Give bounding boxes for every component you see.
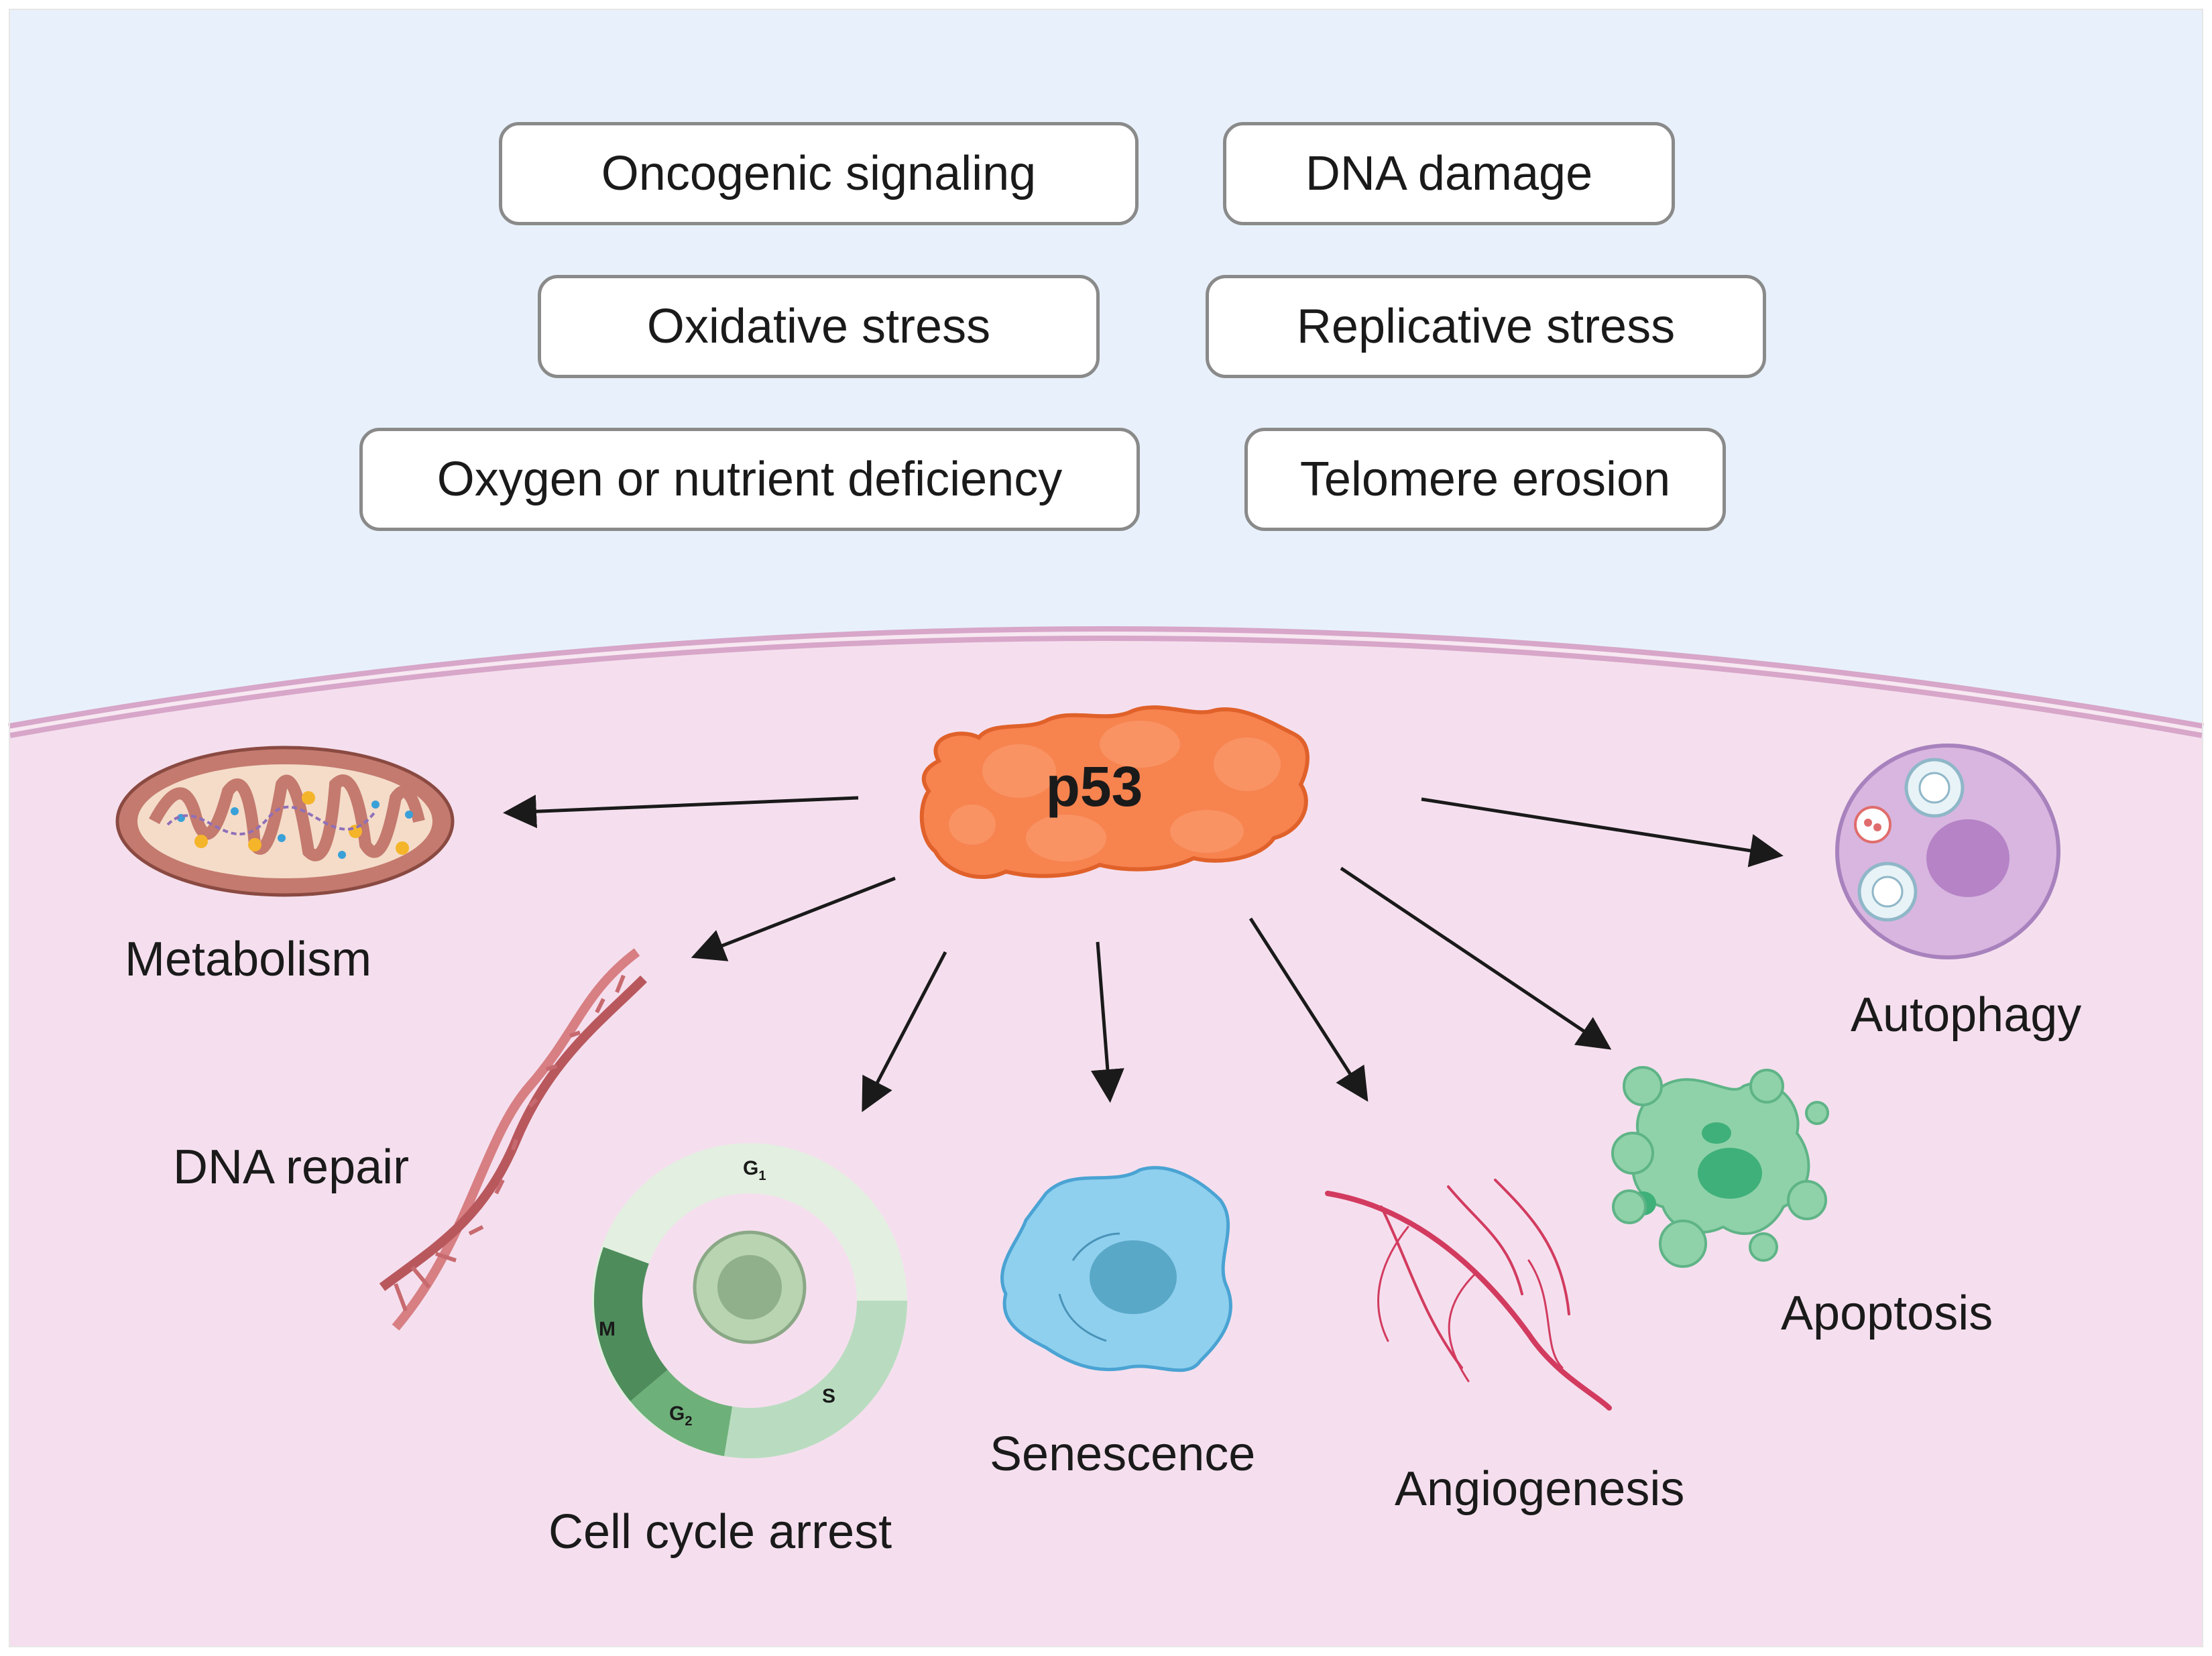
stimulus-box-replicative-stress: Replicative stress [1206, 275, 1766, 378]
apoptotic-cell-icon [1611, 1066, 1829, 1268]
cell-membrane-inner [9, 632, 2203, 733]
outcome-label-senescence: Senescence [990, 1427, 1256, 1481]
p53-label: p53 [1045, 755, 1143, 818]
stimulus-box-oxidative-stress: Oxidative stress [538, 275, 1100, 378]
stimulus-label: Telomere erosion [1299, 453, 1671, 506]
arrow-to-dna-repair [691, 876, 896, 961]
phase-label-s: S [822, 1385, 835, 1407]
autophagy-cell-icon [1835, 744, 2060, 959]
blood-vessels-icon [1325, 1179, 1612, 1411]
frame-border [9, 9, 2203, 1647]
outcome-label-cell-cycle-arrest: Cell cycle arrest [548, 1505, 892, 1559]
arrow-to-metabolism [503, 794, 859, 829]
phase-label-m: M [599, 1318, 616, 1340]
stimulus-box-dna-damage: DNA damage [1223, 122, 1675, 225]
cell-cycle-icon [592, 1143, 907, 1459]
stimulus-label: Replicative stress [1296, 300, 1676, 353]
stimulus-label: Oxygen or nutrient deficiency [436, 453, 1063, 506]
arrow-to-apoptosis [1340, 866, 1612, 1050]
phase-label-g2: G2 [669, 1403, 692, 1429]
outcome-label-angiogenesis: Angiogenesis [1395, 1462, 1685, 1516]
arrow-to-angiogenesis [1248, 917, 1369, 1102]
outcome-label-metabolism: Metabolism [125, 933, 372, 986]
senescent-cell-icon [1000, 1166, 1232, 1372]
p53-protein-icon [919, 705, 1309, 879]
outcome-label-autophagy: Autophagy [1851, 988, 2082, 1042]
stimulus-box-oncogenic-signaling: Oncogenic signaling [499, 122, 1139, 225]
mitochondrion-icon [115, 746, 455, 897]
stimulus-label: Oncogenic signaling [601, 147, 1037, 200]
stimulus-box-oxygen-nutrient-deficiency: Oxygen or nutrient deficiency [359, 428, 1140, 531]
stimulus-label: DNA damage [1305, 147, 1593, 200]
stimulus-label: Oxidative stress [646, 300, 991, 353]
outcome-label-apoptosis: Apoptosis [1781, 1287, 1993, 1340]
arrows [503, 794, 1784, 1112]
stimulus-box-telomere-erosion: Telomere erosion [1244, 428, 1726, 531]
phase-label-g1: G1 [743, 1157, 766, 1183]
dna-helix-icon [379, 948, 647, 1331]
cell-interior [9, 634, 2203, 1647]
arrow-to-autophagy [1421, 797, 1784, 868]
arrow-to-senescence [1090, 941, 1124, 1103]
arrow-to-cell-cycle-arrest [862, 951, 947, 1112]
outcome-label-dna-repair: DNA repair [173, 1140, 410, 1194]
